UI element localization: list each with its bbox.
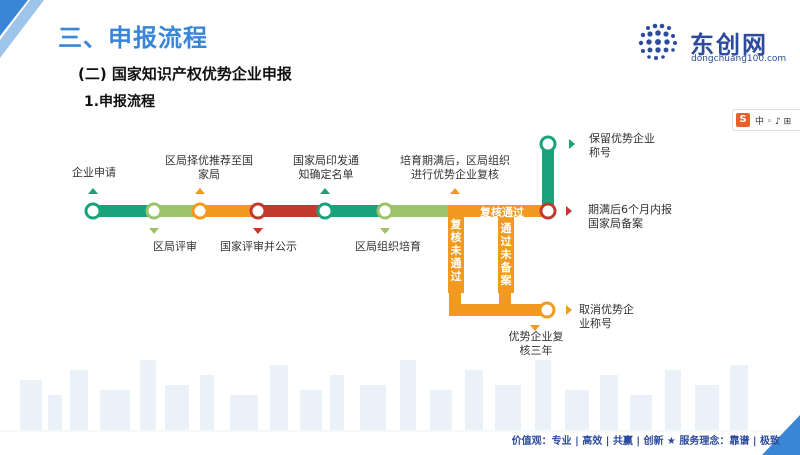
marker-keep	[569, 139, 575, 149]
line-label-review-failed: 复核未通过	[449, 218, 463, 283]
marker-cultivate	[380, 228, 390, 234]
label-national-notice: 国家局印发通知确定名单	[288, 154, 364, 182]
label-enterprise-apply: 企业申请	[72, 166, 116, 180]
marker-cancel	[566, 305, 572, 315]
marker-notice	[320, 188, 330, 194]
label-district-cultivate: 区局组织培育	[355, 240, 421, 254]
label-review-3yrs: 优势企业复核三年	[505, 330, 567, 358]
footer-slogan: 价值观：专业 | 高效 | 共赢 | 创新 ★ 服务理念：靠谱 | 极致	[512, 432, 780, 447]
station-recommend	[193, 204, 207, 218]
marker-district-review	[149, 228, 159, 234]
station-national-review	[251, 204, 265, 218]
line-label-not-recorded: 通过未备案	[499, 222, 513, 287]
marker-review	[450, 188, 460, 194]
station-cultivate	[378, 204, 392, 218]
station-apply	[86, 204, 100, 218]
marker-national-review	[253, 228, 263, 234]
station-keep	[541, 137, 555, 151]
label-cultivation-review: 培育期满后，区局组织进行优势企业复核	[400, 154, 510, 182]
station-cancel	[540, 303, 554, 317]
label-national-review: 国家评审并公示	[220, 240, 297, 254]
label-cancel-title: 取消优势企业称号	[579, 303, 641, 331]
station-record	[541, 204, 555, 218]
label-district-recommend: 区局择优推荐至国家局	[165, 154, 253, 182]
marker-apply	[88, 188, 98, 194]
label-district-review: 区局评审	[153, 240, 197, 254]
marker-record	[566, 206, 572, 216]
station-district-review	[147, 204, 161, 218]
label-expire-record: 期满后6个月内报国家局备案	[588, 203, 674, 231]
marker-recommend	[195, 188, 205, 194]
label-keep-title: 保留优势企业称号	[589, 132, 661, 160]
line-label-review-passed: 复核通过	[480, 204, 524, 220]
station-notice	[318, 204, 332, 218]
